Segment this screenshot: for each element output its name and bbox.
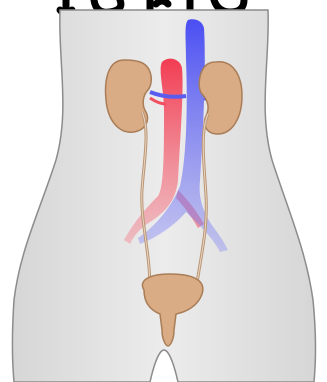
urinary-system-diagram [0,0,327,382]
diagram-canvas [0,0,327,382]
